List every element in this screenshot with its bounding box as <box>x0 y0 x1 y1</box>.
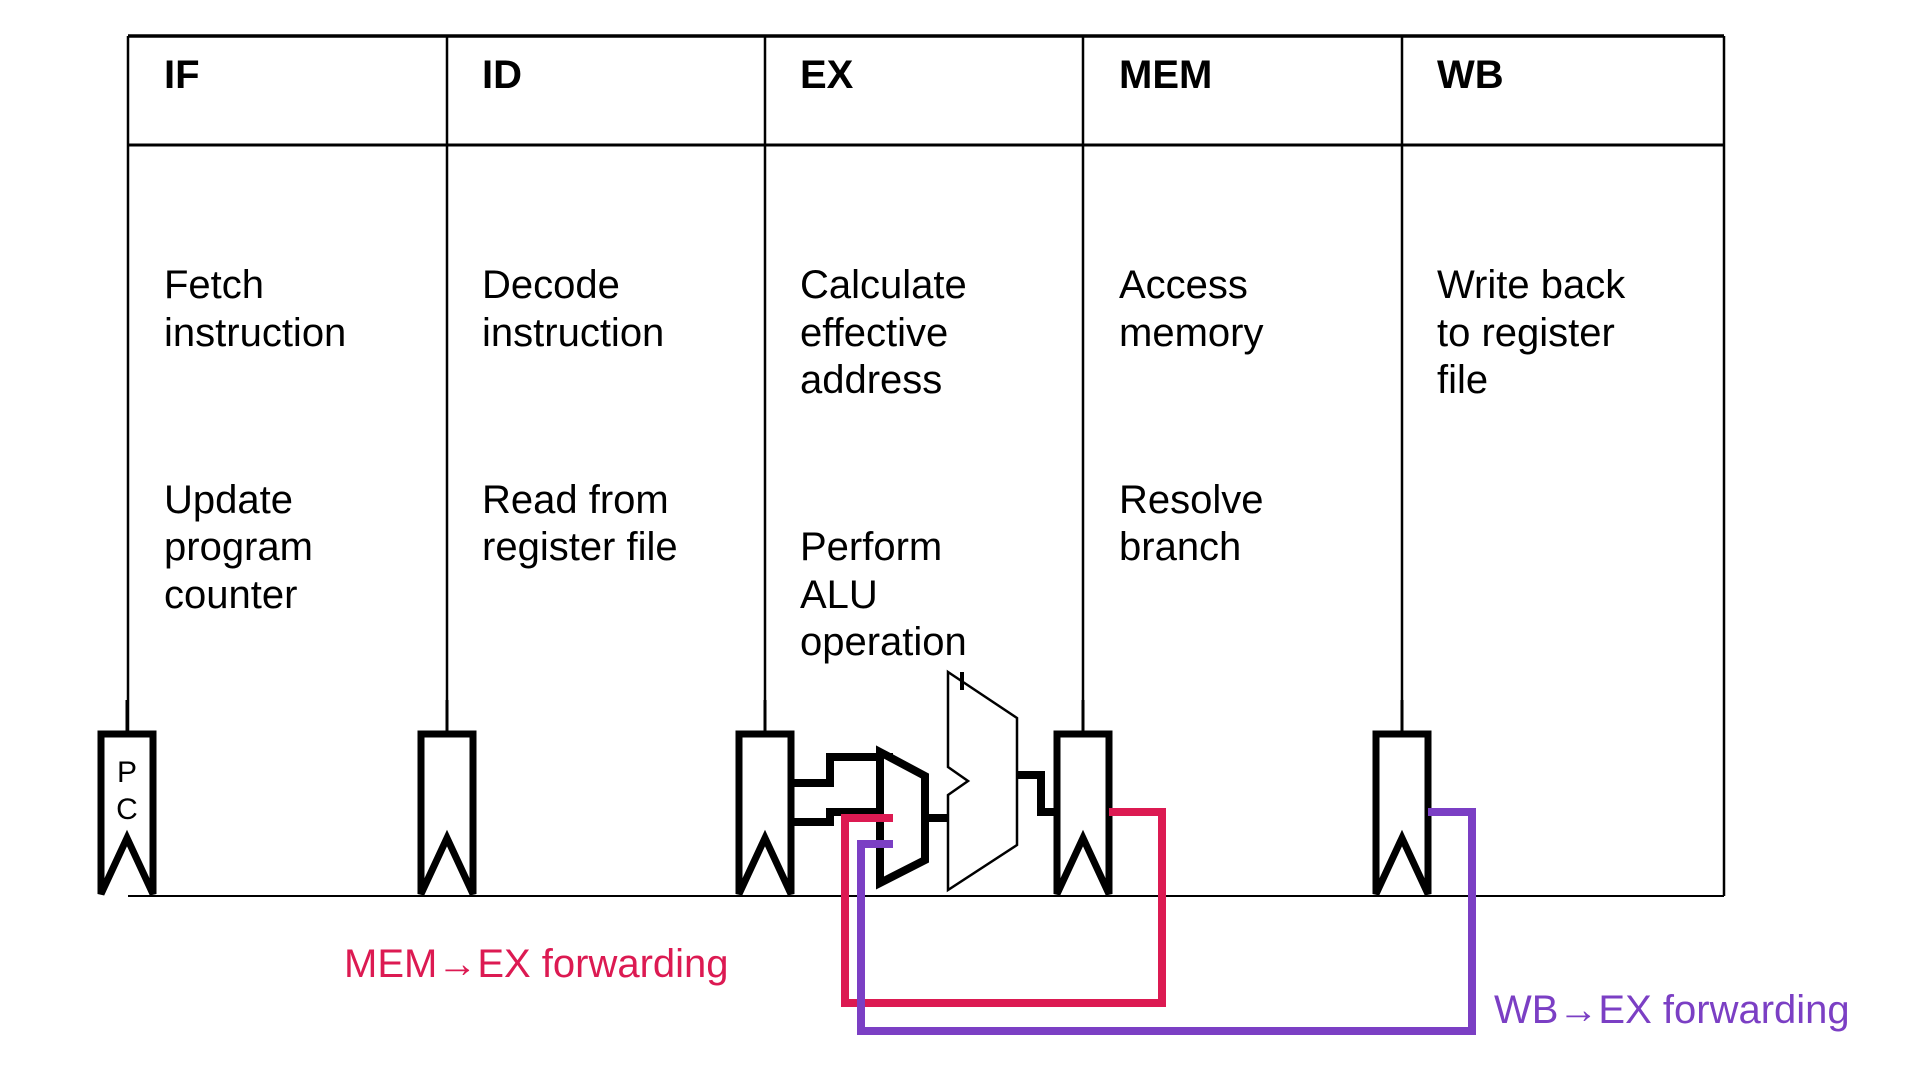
column-header-ex: EX <box>800 53 854 97</box>
register-ex-mem-body <box>1053 730 1113 896</box>
column-body-wb: Write back to register file <box>1437 168 1717 498</box>
column-body-if-p1: Update program counter <box>164 478 313 617</box>
column-header-if: IF <box>164 53 200 97</box>
forwarding-path-wb-to-ex <box>857 808 1476 1035</box>
forwarding-path-mem-to-ex <box>841 808 1166 1007</box>
column-body-if: Fetch instruction Update program counter <box>164 168 436 713</box>
register-pc-label-line2: C <box>116 793 138 826</box>
register-pc <box>97 730 157 896</box>
column-body-ex: Calculate effective address Perform ALU … <box>800 168 1072 760</box>
alu-input-mux <box>876 745 929 890</box>
column-header-mem: MEM <box>1119 53 1213 97</box>
register-mem-wb-body <box>1372 730 1432 896</box>
column-body-id: Decode instruction Read from register fi… <box>482 168 754 666</box>
register-if-id-body <box>417 730 477 896</box>
register-id-ex <box>735 730 795 896</box>
column-body-if-p0: Fetch instruction <box>164 263 347 355</box>
register-pc-label-line1: P <box>116 756 137 789</box>
column-header-wb: WB <box>1437 53 1504 97</box>
column-header-id: ID <box>482 53 522 97</box>
column-body-mem: Access memory Resolve branch <box>1119 168 1391 666</box>
register-mem-wb <box>1372 730 1432 896</box>
forwarding-label-mem-to-ex: MEM→EX forwarding <box>344 942 729 986</box>
ex-stage-wiring <box>791 753 1057 826</box>
forwarding-label-wb-to-ex: WB→EX forwarding <box>1494 988 1850 1032</box>
register-if-id <box>417 730 477 896</box>
column-body-ex-p0: Calculate effective address <box>800 263 967 402</box>
register-id-ex-body <box>735 730 795 896</box>
wire-alu-to-exmem <box>1017 771 1057 816</box>
column-body-mem-p0: Access memory <box>1119 263 1264 355</box>
register-pc-body <box>97 730 157 896</box>
column-body-ex-p1: Perform ALU operation <box>800 525 967 664</box>
column-body-mem-p1: Resolve branch <box>1119 478 1264 570</box>
register-ex-mem <box>1053 730 1113 896</box>
alu <box>946 669 1019 893</box>
column-body-id-p1: Read from register file <box>482 478 678 570</box>
register-feed-lines <box>125 700 1404 734</box>
column-body-wb-p0: Write back to register file <box>1437 263 1626 402</box>
wire-idex-to-alu-b <box>791 808 893 826</box>
column-body-id-p0: Decode instruction <box>482 263 665 355</box>
table-grid <box>126 34 1726 897</box>
wire-idex-to-mux-top <box>791 753 893 787</box>
